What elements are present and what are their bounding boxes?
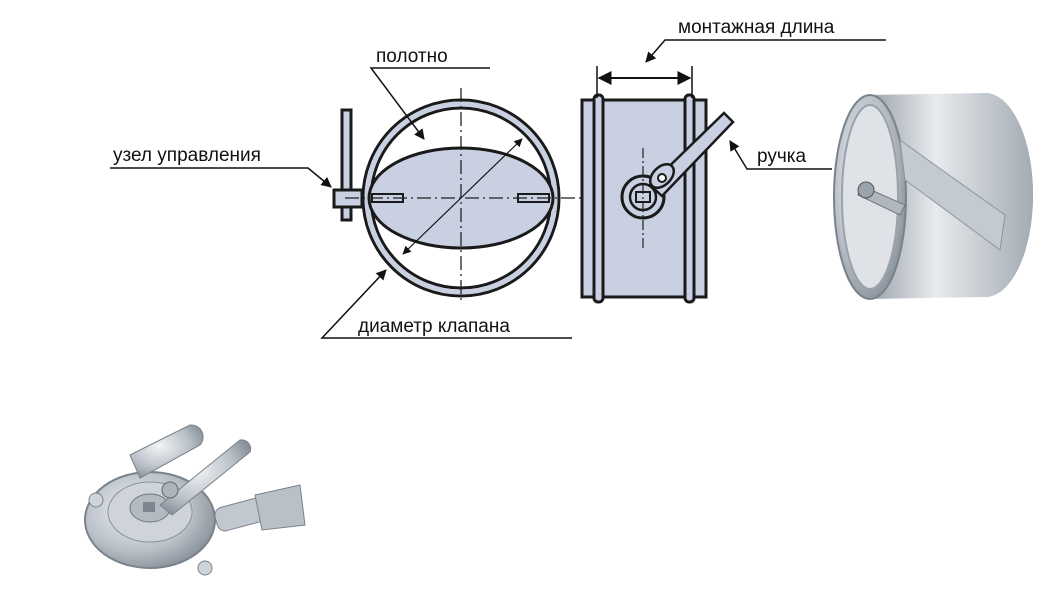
label-blade: полотно <box>376 46 448 67</box>
mounting-length-dimension <box>596 66 693 98</box>
control-plate <box>340 108 353 222</box>
damper-photo <box>833 93 1033 300</box>
label-control-unit: узел управления <box>113 145 261 166</box>
mechanism-photo <box>84 424 306 576</box>
diameter-arrow <box>402 138 523 255</box>
side-view <box>580 93 735 304</box>
label-mounting-length: монтажная длина <box>678 17 835 38</box>
label-valve-diameter: диаметр клапана <box>358 316 510 337</box>
leader-lines <box>110 39 886 339</box>
label-handle: ручка <box>757 146 806 167</box>
